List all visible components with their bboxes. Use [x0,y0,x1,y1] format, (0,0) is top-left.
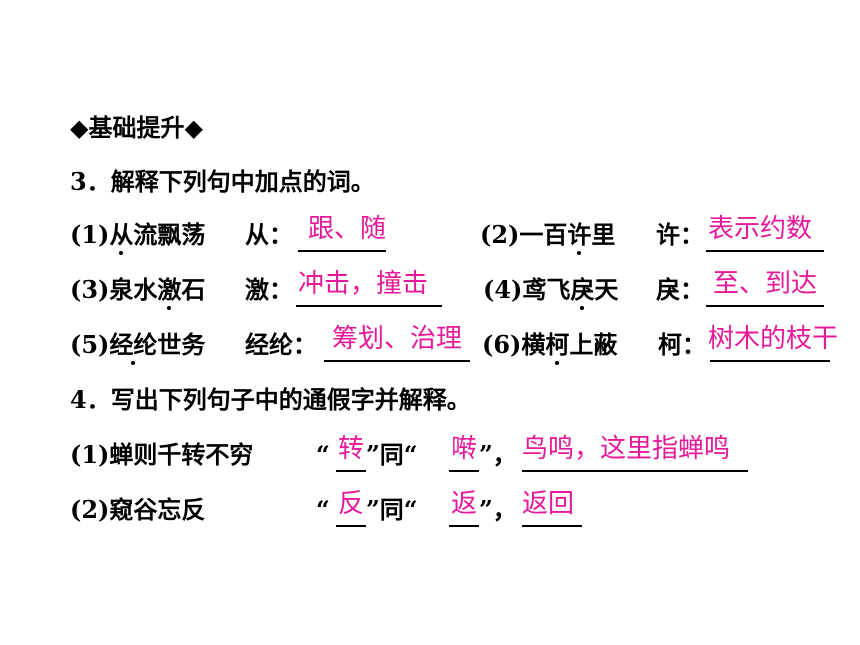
answer-blank [522,525,582,527]
q3-item-3-key: 激： [245,275,293,304]
dotted-word: 激 [157,270,181,310]
quote-mid: ”同“ [366,495,418,524]
q3-item-2-phrase: (2)一百许里 [480,215,615,255]
q3-item-1-answer: 跟、随 [308,214,387,244]
answer-blank [449,525,479,527]
quote-close: ”， [479,440,517,469]
q3-item-3-phrase: (3)泉水激石 [70,270,205,310]
answer-blank [522,470,748,472]
q3-item-2-answer: 表示约数 [708,214,813,244]
q4-item-2-char: 反 [338,489,365,519]
answer-blank [336,525,366,527]
q4-item-1-sentence: (1)蝉则千转不穷 [70,440,254,469]
q3-item-5-answer: 筹划、治理 [332,324,463,354]
q3-item-6-phrase: (6)横柯上蔽 [482,325,617,365]
q4-item-1-char: 转 [338,434,365,464]
answer-blank [336,470,366,472]
dotted-word: 经纶 [109,325,157,365]
q3-item-4-phrase: (4)鸢飞戾天 [483,270,618,310]
q4-item-2-sentence: (2)窥谷忘反 [70,495,206,524]
quote-open: “ [316,495,330,524]
q3-item-1-key: 从： [245,220,293,249]
answer-blank [296,305,442,307]
q3-item-1-phrase: (1)从流飘荡 [70,215,205,255]
quote-open: “ [316,440,330,469]
answer-blank [710,360,830,362]
q3-heading: 3．解释下列句中加点的词。 [70,167,375,196]
q3-item-6-answer: 树木的枝干 [708,324,839,354]
q4-heading: 4．写出下列句子中的通假字并解释。 [70,385,471,414]
q4-item-2-answer: 返回 [522,489,575,519]
dotted-word: 戾 [570,270,594,310]
section-title: ◆基础提升◆ [70,113,203,142]
answer-blank [298,250,386,252]
dotted-word: 柯 [545,325,569,365]
q4-item-1-orig: 啭 [451,434,478,464]
q4-item-2-orig: 返 [451,489,478,519]
q3-item-4-key: 戾： [656,275,704,304]
answer-blank [706,305,824,307]
answer-blank [706,250,824,252]
q3-item-5-phrase: (5)经纶世务 [70,325,205,365]
dotted-word: 许 [567,215,591,255]
answer-blank [449,470,479,472]
q3-item-4-answer: 至、到达 [713,269,818,299]
q4-item-1-answer: 鸟鸣，这里指蝉鸣 [522,434,731,464]
q3-item-5-key: 经纶： [245,330,317,359]
q3-item-3-answer: 冲击，撞击 [298,269,429,299]
q3-item-2-key: 许： [656,220,704,249]
quote-close: ”， [479,495,517,524]
quote-mid: ”同“ [366,440,418,469]
dotted-word: 从 [109,215,133,255]
answer-blank [324,360,470,362]
q3-item-6-key: 柯： [658,330,706,359]
